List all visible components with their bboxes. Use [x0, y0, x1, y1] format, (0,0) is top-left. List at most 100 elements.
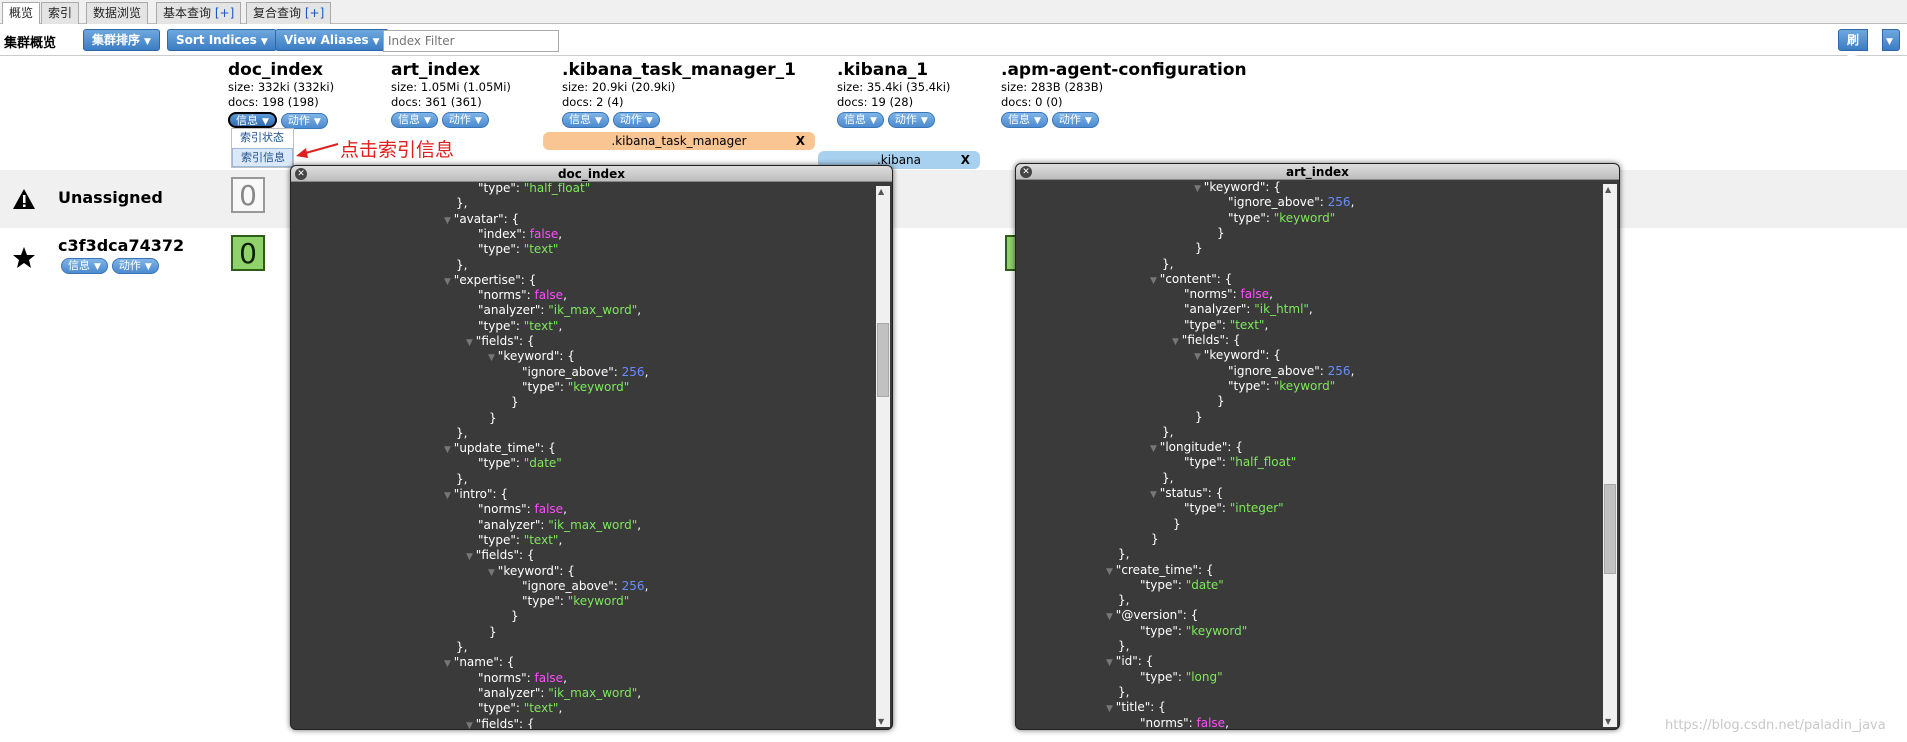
info-button[interactable]: 信息▼: [61, 258, 108, 274]
annotation-arrow-icon: [296, 143, 339, 158]
shard-unassigned[interactable]: 0: [231, 177, 265, 213]
collapse-triangle-icon[interactable]: ▼: [1194, 184, 1204, 194]
scroll-down-icon[interactable]: ▼: [1605, 717, 1612, 726]
info-button[interactable]: 信息▼: [562, 112, 609, 128]
json-line: "analyzer": "ik_max_word",: [478, 303, 641, 318]
caret-down-icon: ▼: [262, 117, 269, 127]
collapse-triangle-icon[interactable]: ▼: [488, 567, 498, 578]
info-button[interactable]: 信息▼: [228, 112, 277, 128]
json-key: }: [511, 609, 519, 624]
json-punct: ,: [558, 226, 563, 241]
json-key: "type":: [478, 318, 524, 333]
collapse-triangle-icon[interactable]: ▼: [1150, 444, 1160, 455]
json-line: "norms": false,: [478, 502, 567, 517]
scrollbar[interactable]: ▲ ▼: [1603, 184, 1617, 727]
collapse-triangle-icon[interactable]: ▼: [488, 353, 498, 364]
json-key: "id": {: [1115, 654, 1154, 669]
json-key: "type":: [522, 594, 568, 609]
json-line: ▼ "@version": {: [1106, 608, 1198, 625]
json-line: },: [456, 258, 467, 273]
action-button[interactable]: 动作▼: [887, 112, 935, 128]
tab-browser[interactable]: 数据浏览: [86, 2, 149, 24]
collapse-triangle-icon[interactable]: ▼: [466, 338, 476, 348]
json-line: },: [1162, 257, 1173, 272]
alias-close-button[interactable]: X: [795, 134, 805, 148]
action-button[interactable]: 动作▼: [612, 112, 660, 128]
json-line: },: [456, 472, 467, 487]
window-titlebar[interactable]: ✕ doc_index: [291, 166, 892, 182]
info-button[interactable]: 信息▼: [391, 112, 438, 128]
scroll-up-icon[interactable]: ▲: [1605, 185, 1612, 194]
action-button[interactable]: 动作▼: [441, 112, 489, 128]
alias-kibana[interactable]: .kibana X: [818, 151, 980, 169]
tab-compound-query[interactable]: 复合查询 [+]: [246, 2, 332, 24]
json-punct: ,: [558, 532, 563, 547]
json-punct: ,: [644, 364, 649, 379]
collapse-triangle-icon[interactable]: ▼: [466, 720, 476, 730]
json-view[interactable]: "type": "half_float"},▼ "avatar": {"inde…: [291, 183, 874, 729]
tab-basic-query[interactable]: 基本查询 [+]: [156, 2, 242, 24]
collapse-triangle-icon[interactable]: ▼: [1172, 337, 1182, 347]
scroll-up-icon[interactable]: ▲: [878, 187, 885, 196]
menu-item-index-status[interactable]: 索引状态: [240, 131, 284, 144]
refresh-dropdown-button[interactable]: ▼: [1882, 29, 1900, 51]
index-size: size: 1.05Mi (1.05Mi): [391, 80, 511, 94]
json-view[interactable]: ▼ "keyword": {"ignore_above": 256,"type"…: [1016, 181, 1601, 729]
refresh-button[interactable]: 刷新: [1838, 29, 1869, 67]
info-button[interactable]: 信息▼: [1001, 112, 1048, 128]
shard-primary[interactable]: 0: [231, 235, 265, 271]
collapse-triangle-icon[interactable]: ▼: [444, 215, 454, 226]
json-line: "type": "integer": [1184, 501, 1284, 516]
collapse-triangle-icon[interactable]: ▼: [444, 276, 454, 287]
json-line: }: [511, 395, 519, 410]
collapse-triangle-icon[interactable]: ▼: [1106, 566, 1116, 577]
tab-plus[interactable]: [+]: [304, 6, 325, 20]
window-titlebar[interactable]: ✕ art_index: [1016, 164, 1619, 180]
json-key: },: [1162, 424, 1174, 439]
collapse-triangle-icon[interactable]: ▼: [1150, 275, 1160, 286]
alias-label: .kibana_task_manager: [611, 134, 747, 148]
sort-indices-button[interactable]: Sort Indices▼: [167, 29, 277, 51]
collapse-triangle-icon[interactable]: ▼: [1106, 612, 1116, 623]
close-icon[interactable]: ✕: [1020, 166, 1032, 178]
collapse-triangle-icon[interactable]: ▼: [1194, 352, 1204, 363]
collapse-triangle-icon[interactable]: ▼: [444, 491, 454, 501]
cluster-sort-button[interactable]: 集群排序▼: [83, 29, 160, 51]
collapse-triangle-icon[interactable]: ▼: [1106, 704, 1116, 715]
collapse-triangle-icon[interactable]: ▼: [1150, 490, 1160, 500]
scroll-thumb[interactable]: [1604, 484, 1616, 574]
index-size: size: 332ki (332ki): [228, 80, 335, 94]
tab-plus[interactable]: [+]: [214, 6, 235, 20]
index-filter-input[interactable]: [383, 30, 559, 52]
alias-kibana-task-manager[interactable]: .kibana_task_manager X: [543, 132, 815, 150]
json-key: },: [456, 196, 468, 211]
collapse-triangle-icon[interactable]: ▼: [466, 552, 476, 563]
scrollbar[interactable]: ▲ ▼: [876, 186, 890, 727]
tab-indices[interactable]: 索引: [41, 2, 80, 24]
view-aliases-button[interactable]: View Aliases▼: [275, 29, 389, 51]
button-label: 动作: [619, 113, 642, 126]
close-icon[interactable]: ✕: [295, 168, 307, 180]
json-value: "half_float": [1229, 455, 1297, 470]
json-key: "type":: [1184, 455, 1230, 470]
json-key: "avatar": {: [453, 211, 520, 226]
alias-close-button[interactable]: X: [960, 153, 970, 167]
json-key: "keyword": {: [1203, 181, 1281, 194]
json-value: "date": [1185, 577, 1224, 592]
collapse-triangle-icon[interactable]: ▼: [444, 659, 454, 670]
scroll-thumb[interactable]: [877, 323, 889, 397]
action-button[interactable]: 动作▼: [111, 258, 159, 274]
menu-item-index-info[interactable]: 索引信息: [232, 148, 293, 167]
collapse-triangle-icon[interactable]: ▼: [1106, 658, 1116, 669]
tab-overview[interactable]: 概览: [2, 2, 41, 25]
json-line: "type": "half_float": [478, 183, 590, 196]
action-button[interactable]: 动作▼: [280, 113, 328, 129]
action-button[interactable]: 动作▼: [1051, 112, 1099, 128]
json-key: "norms":: [478, 502, 535, 517]
collapse-triangle-icon[interactable]: ▼: [444, 445, 454, 456]
json-key: "fields": {: [1181, 333, 1241, 347]
button-label: 动作: [894, 113, 917, 126]
toolbar: 集群概览 集群排序▼ Sort Indices▼ View Aliases▼ 刷…: [0, 24, 1907, 67]
scroll-down-icon[interactable]: ▼: [878, 717, 885, 726]
info-button[interactable]: 信息▼: [837, 112, 884, 128]
